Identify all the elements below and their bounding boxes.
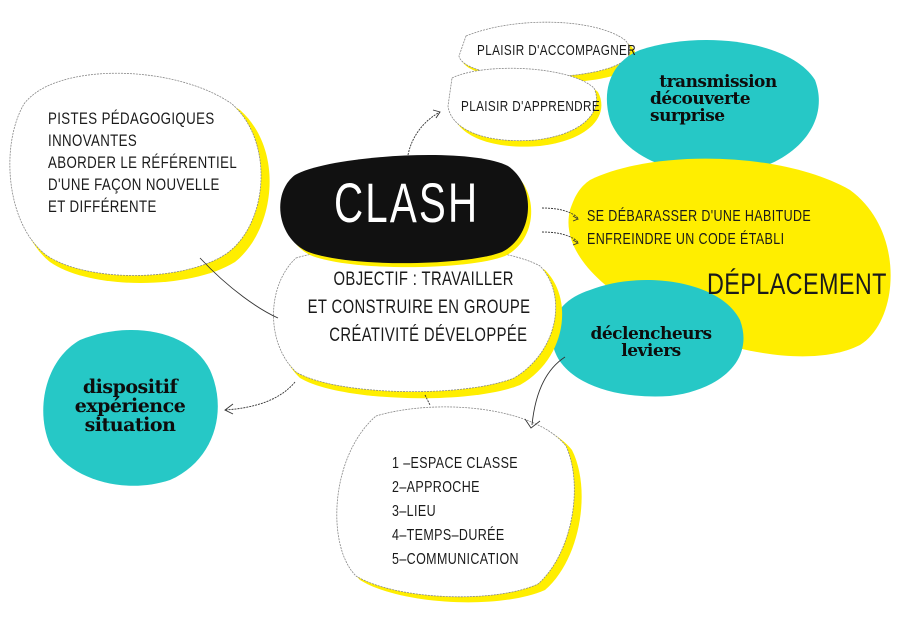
arrow-to-habitude [541,207,579,219]
arrow-to-code-head [572,239,580,246]
arrow-to-apprendre-head [432,109,441,119]
clash-title: CLASH [334,171,480,234]
transmission-blob [606,40,819,175]
list-text: 1 –ESPACE CLASSE 2–APPROCHE 3–LIEU 4–TEM… [392,452,519,572]
arrow-to-code [541,231,579,243]
objective-text: OBJECTIF : TRAVAILLER ET CONSTRUIRE EN G… [302,266,536,350]
pistes-line: ET DIFFÉRENTE [48,197,157,216]
objective-line: ET CONSTRUIRE EN GROUPE [307,297,531,318]
connector-pistes [199,257,279,319]
deplacement-item: SE DÉBARASSER D'UNE HABITUDE [587,208,812,225]
list-item: 5–COMMUNICATION [392,551,519,568]
transmission-line: surprise [650,106,725,126]
declencheurs-line: déclencheurs [590,324,712,344]
deplacement-items: SE DÉBARASSER D'UNE HABITUDE ENFREINDRE … [587,205,811,251]
dispositif-line: dispositif [82,376,178,398]
transmission-line: transmission [659,72,777,92]
clash-blob [280,155,528,264]
declencheurs-line: leviers [621,341,681,361]
arrow-to-dispositif [224,381,296,411]
arrow-from-declencheurs-head [524,418,541,429]
pistes-bubble [9,72,262,276]
dispositif-line: situation [84,414,176,436]
pistes-line: PISTES PÉDAGOGIQUES [48,109,215,128]
arrow-to-dispositif-head [224,403,234,415]
dispositif-text: dispositif expérience situation [60,378,200,435]
pistes-line: D'UNE FAÇON NOUVELLE [48,175,220,194]
declencheurs-text: déclencheurs leviers [566,326,736,360]
deplacement-title: DÉPLACEMENT [707,268,887,301]
list-bubble [336,406,575,598]
connectors [199,109,580,429]
plaisir-accompagner-label: PLAISIR D'ACCOMPAGNER [477,42,637,59]
pistes-text: PISTES PÉDAGOGIQUES INNOVANTES ABORDER L… [48,108,237,218]
arrow-to-habitude-head [572,215,580,222]
plaisir-apprendre-label: PLAISIR D'APPRENDRE [461,98,601,115]
dispositif-blob [43,330,218,486]
arrow-to-apprendre [407,111,441,156]
list-item: 4–TEMPS–DURÉE [392,527,505,544]
deplacement-item: ENFREINDRE UN CODE ÉTABLI [587,231,785,248]
arrow-to-list [424,394,431,406]
transmission-text: transmission découverte surprise [638,74,798,125]
objective-line: OBJECTIF : TRAVAILLER [333,269,514,290]
declencheurs-blob [552,280,744,397]
list-item: 1 –ESPACE CLASSE [392,455,519,472]
list-item: 3–LIEU [392,503,436,520]
dispositif-line: expérience [74,395,186,417]
transmission-line: découverte [650,89,751,109]
pistes-line: ABORDER LE RÉFÉRENTIEL [48,153,238,172]
objective-line: CRÉATIVITÉ DÉVELOPPÉE [329,325,528,346]
apprendre-bubble [447,67,597,142]
pistes-line: INNOVANTES [48,131,138,150]
list-item: 2–APPROCHE [392,479,480,496]
arrow-from-declencheurs [531,356,566,426]
